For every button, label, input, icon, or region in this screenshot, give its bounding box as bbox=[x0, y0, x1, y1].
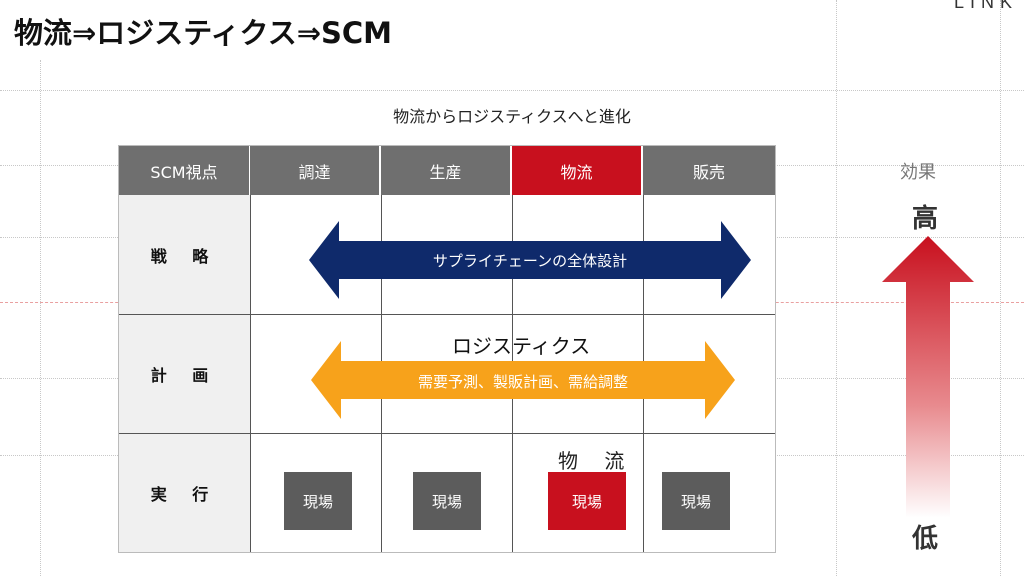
header-scm-viewpoint: SCM視点 bbox=[119, 146, 250, 195]
guide-line bbox=[1000, 0, 1001, 576]
guide-line bbox=[836, 0, 837, 576]
plan-double-arrow bbox=[311, 341, 735, 419]
guide-line bbox=[0, 90, 1024, 91]
row-strategy: 戦 略 bbox=[119, 195, 250, 314]
effect-low-label: 低 bbox=[912, 524, 939, 554]
row-plan: 計 画 bbox=[119, 314, 250, 433]
effect-high-label: 高 bbox=[912, 204, 939, 234]
header-production: 生産 bbox=[381, 146, 511, 195]
site-box-production: 現場 bbox=[413, 472, 481, 530]
diagram-subtitle: 物流からロジスティクスへと進化 bbox=[393, 107, 631, 126]
column-divider bbox=[250, 195, 251, 552]
row-divider bbox=[119, 314, 775, 315]
brand-logo-text: LINK bbox=[953, 0, 1018, 12]
plan-arrow-label: 需要予測、製販計画、需給調整 bbox=[417, 373, 628, 391]
site-box-sales: 現場 bbox=[662, 472, 730, 530]
effect-gradient-arrow bbox=[882, 236, 974, 518]
header-sales: 販売 bbox=[643, 146, 775, 195]
row-execution: 実 行 bbox=[119, 433, 250, 552]
site-box-logistics: 現場 bbox=[548, 472, 626, 530]
effect-label: 効果 bbox=[900, 162, 936, 183]
strategy-double-arrow bbox=[309, 221, 751, 299]
guide-line bbox=[40, 60, 41, 576]
site-box-procurement: 現場 bbox=[284, 472, 352, 530]
header-procurement: 調達 bbox=[250, 146, 380, 195]
row-divider bbox=[119, 433, 775, 434]
header-logistics: 物流 bbox=[512, 146, 642, 195]
slide-title: 物流⇒ロジスティクス⇒SCM bbox=[14, 16, 393, 50]
strategy-arrow-label: サプライチェーンの全体設計 bbox=[432, 252, 628, 270]
logistics-label: ロジスティクス bbox=[452, 334, 591, 358]
butsuryu-label: 物 流 bbox=[558, 449, 635, 473]
